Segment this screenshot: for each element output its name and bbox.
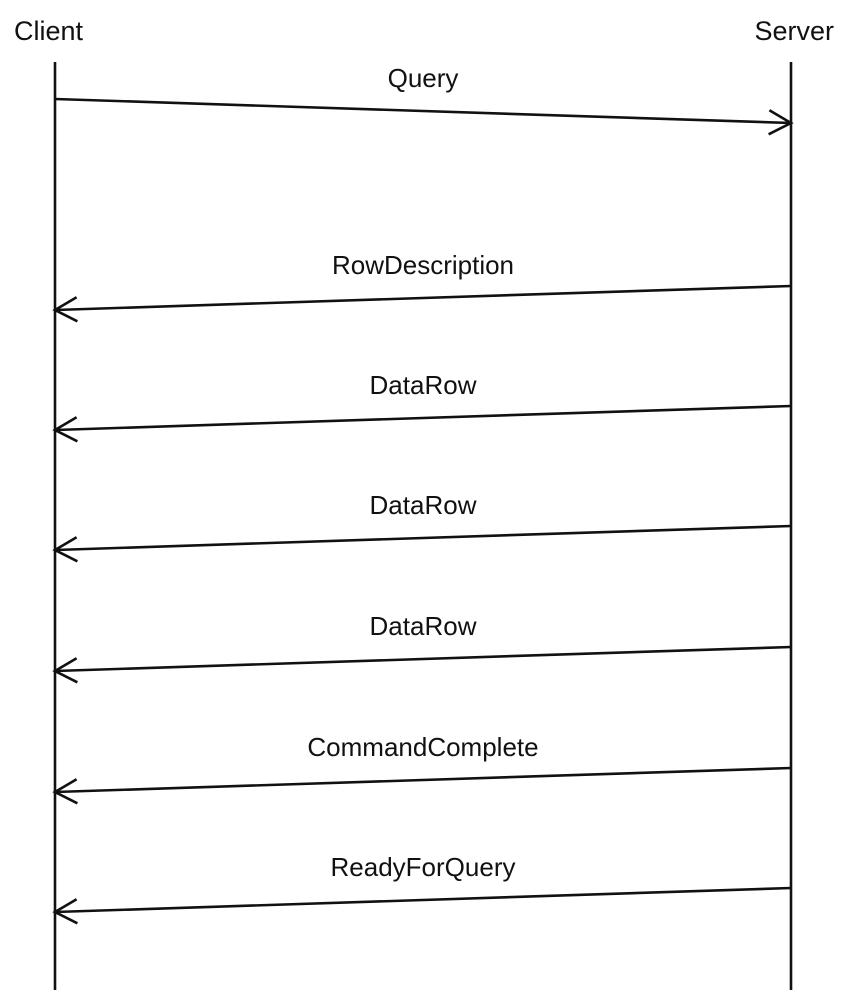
message-label: DataRow — [370, 611, 477, 641]
arrowhead-icon — [52, 296, 78, 323]
arrowhead-icon — [52, 536, 78, 563]
message-label: RowDescription — [332, 250, 514, 280]
message-arrow-line — [54, 886, 792, 914]
client-participant-label: Client — [14, 16, 84, 46]
message-arrow-line — [54, 284, 792, 312]
message-arrow-line — [54, 645, 792, 673]
message-5: DataRow — [52, 611, 792, 684]
message-4: DataRow — [52, 490, 792, 563]
message-label: ReadyForQuery — [331, 852, 516, 882]
message-label: Query — [388, 63, 459, 93]
arrowhead-icon — [768, 109, 794, 136]
message-2: RowDescription — [52, 250, 792, 323]
message-3: DataRow — [52, 370, 792, 443]
message-7: ReadyForQuery — [52, 852, 792, 925]
message-arrow-line — [54, 404, 792, 432]
arrowhead-icon — [52, 416, 78, 443]
message-label: DataRow — [370, 490, 477, 520]
message-arrow-line — [54, 97, 792, 125]
message-label: DataRow — [370, 370, 477, 400]
message-6: CommandComplete — [52, 732, 792, 805]
arrowhead-icon — [52, 898, 78, 925]
message-arrow-line — [54, 766, 792, 794]
arrowhead-icon — [52, 657, 78, 684]
messages-layer: QueryRowDescriptionDataRowDataRowDataRow… — [52, 63, 794, 925]
message-arrow-line — [54, 524, 792, 552]
server-participant-label: Server — [754, 16, 834, 46]
message-label: CommandComplete — [307, 732, 538, 762]
arrowhead-icon — [52, 778, 78, 805]
message-1: Query — [54, 63, 794, 136]
